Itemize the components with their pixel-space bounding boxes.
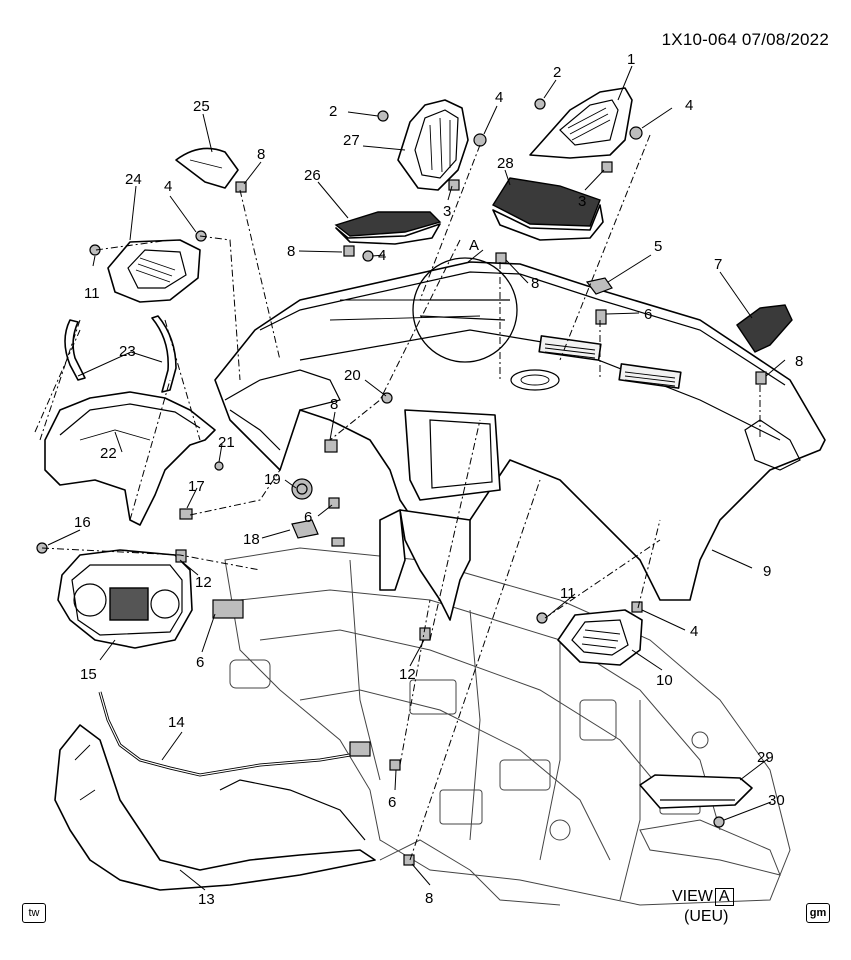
callout-27: 27: [343, 132, 360, 149]
callout-4: 4: [495, 89, 503, 106]
callout-11: 11: [84, 285, 100, 302]
callout-5: 5: [654, 238, 662, 255]
doc-code: 1X10-064: [661, 30, 737, 49]
callout-21: 21: [218, 434, 235, 451]
callout-20: 20: [344, 367, 361, 384]
part-right-speaker-grille: [736, 304, 793, 353]
callout-25: 25: [193, 98, 210, 115]
callout-4: 4: [378, 247, 386, 264]
callout-8: 8: [330, 396, 338, 413]
part-right-outer-vent: [557, 609, 643, 666]
part-right-vent-bezel: [529, 87, 633, 159]
callout-15: 15: [80, 666, 97, 683]
detail-circle-a-label: A: [469, 237, 479, 254]
part-instrument-cluster: [57, 549, 193, 649]
callout-26: 26: [304, 167, 321, 184]
callout-17: 17: [188, 478, 205, 495]
diagram-header: 1X10-064 07/08/2022: [662, 30, 829, 50]
view-letter-box: A: [714, 888, 734, 906]
part-cluster-trim-bezel: [44, 391, 216, 526]
callouts: 1 2 2 3 3 4 4 4 4 4 5 6 6 6 6 7 8 8 8 8 …: [74, 51, 803, 908]
callout-11: 11: [560, 585, 576, 602]
callout-10: 10: [656, 672, 673, 689]
callout-16: 16: [74, 514, 91, 531]
callout-28: 28: [497, 155, 514, 172]
callout-6: 6: [304, 509, 312, 526]
callout-8: 8: [531, 275, 539, 292]
callout-4: 4: [164, 178, 172, 195]
part-trim-strips: [64, 315, 177, 393]
part-center-speaker-grille: [492, 177, 604, 241]
view-label: VIEW: [672, 888, 713, 905]
callout-23: 23: [119, 343, 136, 360]
part-left-vent-bezel: [397, 99, 469, 191]
part-view-a-trim: [639, 774, 781, 876]
callout-6: 6: [196, 654, 204, 671]
part-left-outer-vent: [107, 239, 201, 303]
callout-18: 18: [243, 531, 260, 548]
doc-date: 07/08/2022: [741, 30, 829, 49]
part-left-speaker-grille: [334, 211, 442, 245]
callout-3: 3: [578, 193, 586, 210]
view-subtitle: (UEU): [684, 908, 729, 925]
callout-22: 22: [100, 445, 117, 462]
callout-14: 14: [168, 714, 185, 731]
tw-badge: tw: [22, 903, 46, 923]
callout-2: 2: [553, 64, 561, 81]
callout-3: 3: [443, 203, 451, 220]
callout-13: 13: [198, 891, 215, 908]
instrument-panel-upper-trim: [214, 257, 826, 621]
part-tweeter-cover: [175, 147, 239, 189]
callout-8: 8: [287, 243, 295, 260]
callout-19: 19: [264, 471, 281, 488]
callout-4: 4: [690, 623, 698, 640]
callout-12: 12: [195, 574, 212, 591]
callout-6: 6: [388, 794, 396, 811]
leader-lines: [47, 65, 786, 891]
callout-8: 8: [795, 353, 803, 370]
callout-1: 1: [627, 51, 635, 68]
part-lower-trim-panel: [54, 724, 376, 891]
callout-30: 30: [768, 792, 785, 809]
callout-8: 8: [257, 146, 265, 163]
callout-4: 4: [685, 97, 693, 114]
callout-24: 24: [125, 171, 142, 188]
callout-9: 9: [763, 563, 771, 580]
callout-6: 6: [644, 306, 652, 323]
callout-7: 7: [714, 256, 722, 273]
callout-8: 8: [425, 890, 433, 907]
fasteners: [36, 98, 767, 866]
dash-lines: [34, 134, 761, 861]
callout-12: 12: [399, 666, 416, 683]
callout-29: 29: [757, 749, 774, 766]
part-wiring-harness: [98, 691, 371, 777]
instrument-panel-carrier: [224, 547, 791, 906]
gm-logo-badge: gm: [806, 903, 830, 923]
callout-2: 2: [329, 103, 337, 120]
